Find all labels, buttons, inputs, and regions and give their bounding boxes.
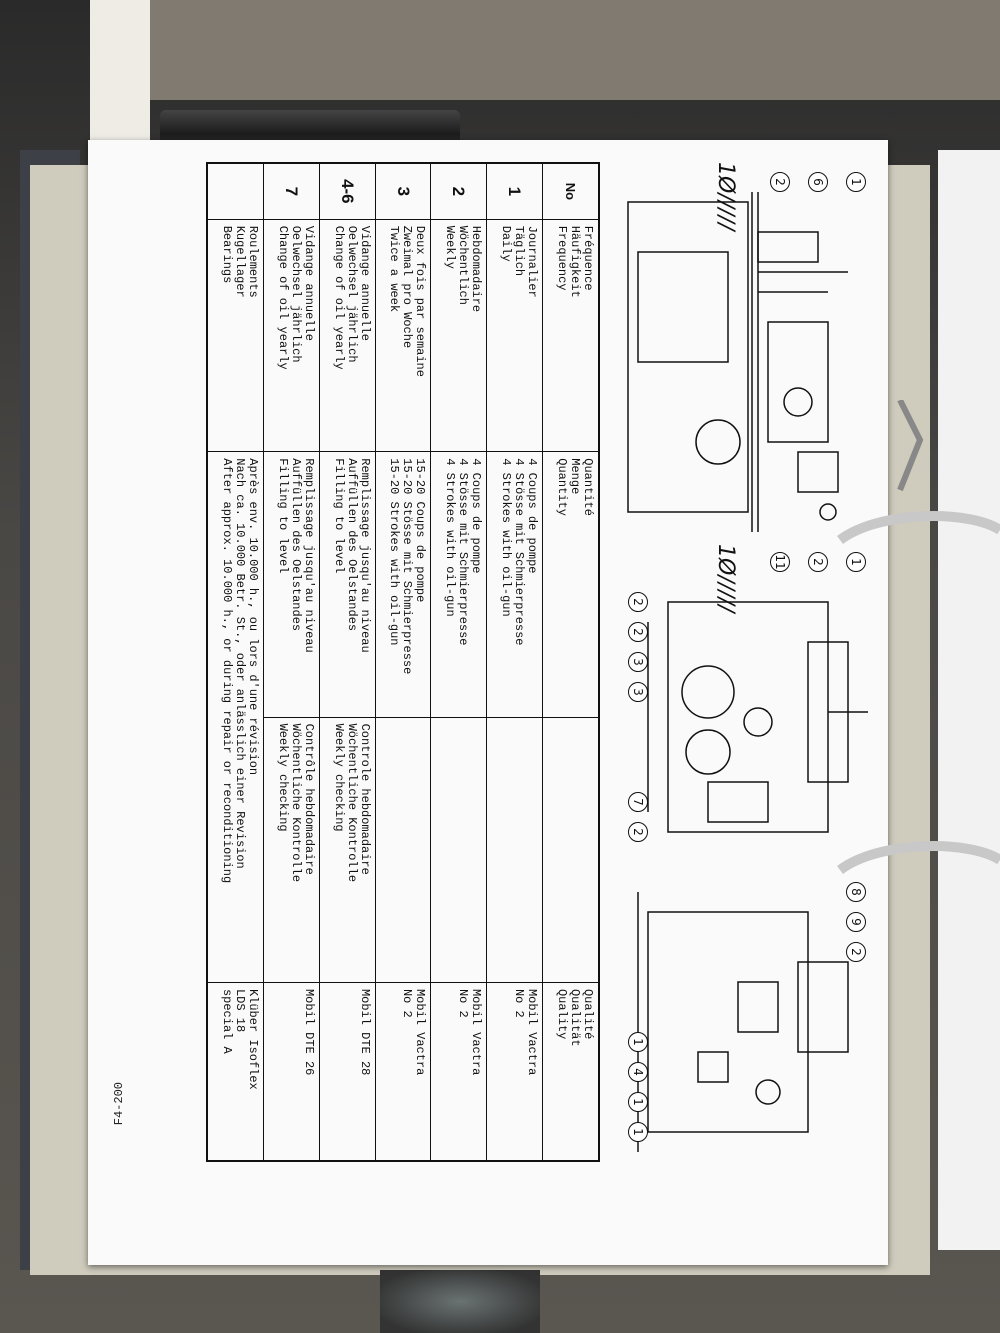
callout-r1: 1 <box>628 1032 648 1052</box>
callout-r1c: 1 <box>628 1122 648 1142</box>
bottom-tool <box>380 1270 540 1333</box>
table-row: Roulements Kugellager Bearings Après env… <box>207 163 264 1161</box>
row-control: Controle hebdomadaire Wöchentliche Kontr… <box>319 717 376 983</box>
row-no: 7 <box>263 163 320 220</box>
row-quality: Mobil Vactra No 2 <box>375 982 431 1161</box>
header-no: No <box>542 163 599 220</box>
row-quantity: 4 Coups de pompe 4 Stösse mit Schmierpre… <box>430 451 487 718</box>
callout-m2c: 2 <box>628 822 648 842</box>
callout-r4: 4 <box>628 1062 648 1082</box>
callout-11: 11 <box>770 552 790 572</box>
row-quality: Mobil DTE 28 <box>319 982 376 1161</box>
box-lid <box>150 0 1000 100</box>
manual-page: F4-200 1Ø///// 1Ø///// 1 6 2 1 2 <box>88 140 888 1265</box>
row-quality: Klüber Isoflex LDS 18 special A <box>207 982 264 1161</box>
row-control <box>486 717 543 983</box>
lubrication-table: No Fréquence Häufigkeit Frequency Quanti… <box>206 162 600 1162</box>
next-page-edge <box>938 150 1000 1250</box>
row-no: 1 <box>486 163 543 220</box>
row-frequency: Hebdomadaire Wöchentlich Weekly <box>430 219 487 452</box>
box-edge <box>90 0 150 150</box>
row-quality: Mobil DTE 26 <box>263 982 320 1161</box>
row-control: Contrôle hebdomadaire Wöchentliche Kontr… <box>263 717 320 983</box>
row-no: 2 <box>430 163 487 220</box>
table-row: 2 Hebdomadaire Wöchentlich Weekly 4 Coup… <box>430 163 487 1161</box>
rotated-page-content: F4-200 1Ø///// 1Ø///// 1 6 2 1 2 <box>88 152 888 1200</box>
page-code: F4-200 <box>112 1082 126 1126</box>
table-header-row: No Fréquence Häufigkeit Frequency Quanti… <box>542 163 599 1161</box>
row-quality: Mobil Vactra No 2 <box>430 982 487 1161</box>
row-frequency: Roulements Kugellager Bearings <box>207 219 264 452</box>
row-frequency: Deux fois par semaine Zweimal pro Woche … <box>375 219 431 452</box>
header-quantity: Quantité Menge Quantity <box>542 451 599 718</box>
row-quantity: Remplissage jusqu'au niveau Auffüllen de… <box>319 451 376 718</box>
machine-top-diagram <box>647 601 868 833</box>
header-quality: Qualité Qualität Quality <box>542 982 599 1161</box>
row-frequency: Vidange annuelle Oelwechsel jährlich Cha… <box>263 219 320 452</box>
row-quantity: Remplissage jusqu'au niveau Auffüllen de… <box>263 451 320 718</box>
row-quantity: 15-20 Coups de pompe 15-20 Stösse mit Sc… <box>375 451 431 718</box>
row-quantity: Après env. 10.000 h., ou lors d'une révi… <box>207 451 264 983</box>
row-quality: Mobil Vactra No 2 <box>486 982 543 1161</box>
row-control <box>430 717 487 983</box>
row-no: 3 <box>375 163 431 220</box>
machine-front-diagram <box>627 192 848 532</box>
row-no: 4-6 <box>319 163 376 220</box>
table-row: 4-6 Vidange annuelle Oelwechsel jährlich… <box>319 163 376 1161</box>
table-row: 7 Vidange annuelle Oelwechsel jährlich C… <box>263 163 320 1161</box>
header-frequency: Fréquence Häufigkeit Frequency <box>542 219 599 452</box>
callout-m2b: 2 <box>628 622 648 642</box>
table-row: 3 Deux fois par semaine Zweimal pro Woch… <box>375 163 431 1161</box>
row-no <box>207 163 264 220</box>
callout-m7: 7 <box>628 792 648 812</box>
callout-m2: 2 <box>628 592 648 612</box>
callout-r2: 2 <box>846 942 866 962</box>
callout-m3: 3 <box>628 652 648 672</box>
binder-rings <box>837 400 1000 875</box>
callout-6: 6 <box>808 172 828 192</box>
callout-1: 1 <box>846 172 866 192</box>
callout-r1b: 1 <box>628 1092 648 1112</box>
row-frequency: Vidange annuelle Oelwechsel jährlich Cha… <box>319 219 376 452</box>
row-control <box>375 717 431 983</box>
callout-2: 2 <box>770 172 790 192</box>
row-quantity: 4 Coups de pompe 4 Stösse mit Schmierpre… <box>486 451 543 718</box>
header-control <box>542 717 599 983</box>
callout-m3b: 3 <box>628 682 648 702</box>
table-row: 1 Journalier Täglich Daily 4 Coups de po… <box>486 163 543 1161</box>
row-frequency: Journalier Täglich Daily <box>486 219 543 452</box>
